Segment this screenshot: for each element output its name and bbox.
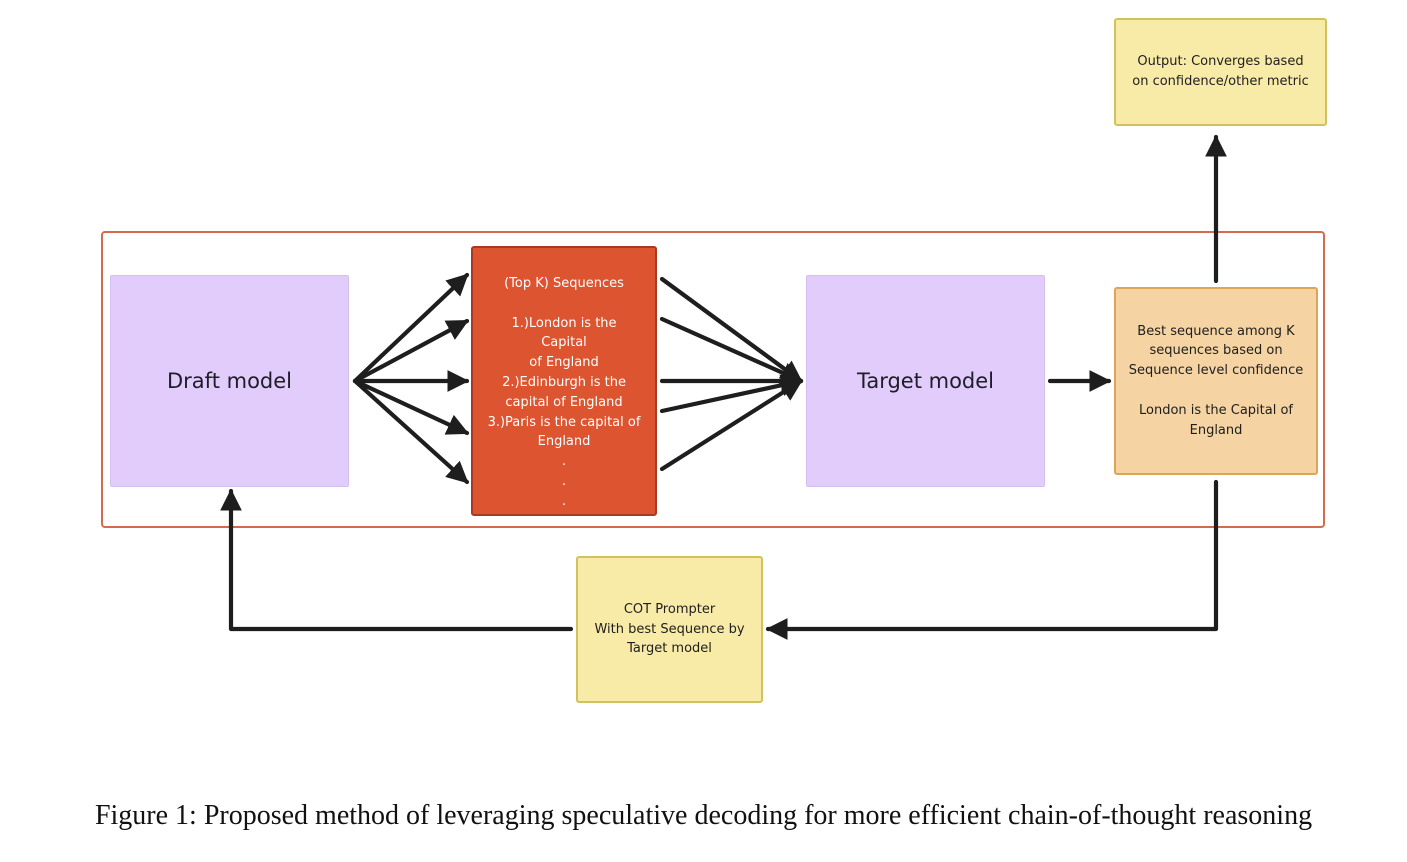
sequence-line: of England — [529, 355, 599, 371]
sequences-title: (Top K) Sequences — [504, 276, 624, 291]
output-label: Output: Converges based on confidence/ot… — [1132, 54, 1309, 89]
cot-prompter-line: With best Sequence by — [594, 621, 745, 637]
cot-prompter-node: COT Prompter With best Sequence by Targe… — [576, 556, 763, 703]
sequence-line: 1.)London is the Capital — [511, 315, 617, 351]
sequence-line: England — [537, 434, 591, 450]
target-model-node: Target model — [806, 275, 1045, 487]
best-sequence-example: London is the Capital of — [1138, 402, 1293, 418]
best-sequence-line: Sequence level confidence — [1128, 363, 1304, 379]
sequence-ellipsis-dot: . — [561, 493, 567, 509]
output-node: Output: Converges based on confidence/ot… — [1114, 18, 1327, 126]
sequence-line: 3.)Paris is the capital of — [487, 414, 641, 430]
best-sequence-line: sequences based on — [1149, 343, 1283, 359]
draft-model-label: Draft model — [167, 369, 292, 393]
pipeline-frame — [101, 231, 1325, 528]
sequence-line: 2.)Edinburgh is the — [502, 374, 626, 390]
sequence-ellipsis-dot: . — [561, 473, 567, 489]
draft-model-node: Draft model — [110, 275, 349, 487]
target-model-label: Target model — [856, 369, 995, 393]
top-k-sequences-node: (Top K) Sequences 1.)London is the Capit… — [471, 246, 657, 516]
best-sequence-line: Best sequence among K — [1137, 323, 1295, 339]
cot-prompter-line: Target model — [627, 641, 712, 657]
figure-caption: Figure 1: Proposed method of leveraging … — [94, 800, 1313, 831]
sequence-line: capital of England — [505, 394, 623, 410]
sequence-ellipsis-dot: . — [561, 454, 567, 470]
best-sequence-example: England — [1189, 422, 1243, 438]
best-sequence-node: Best sequence among K sequences based on… — [1114, 287, 1318, 475]
cot-prompter-line: COT Prompter — [623, 601, 716, 617]
